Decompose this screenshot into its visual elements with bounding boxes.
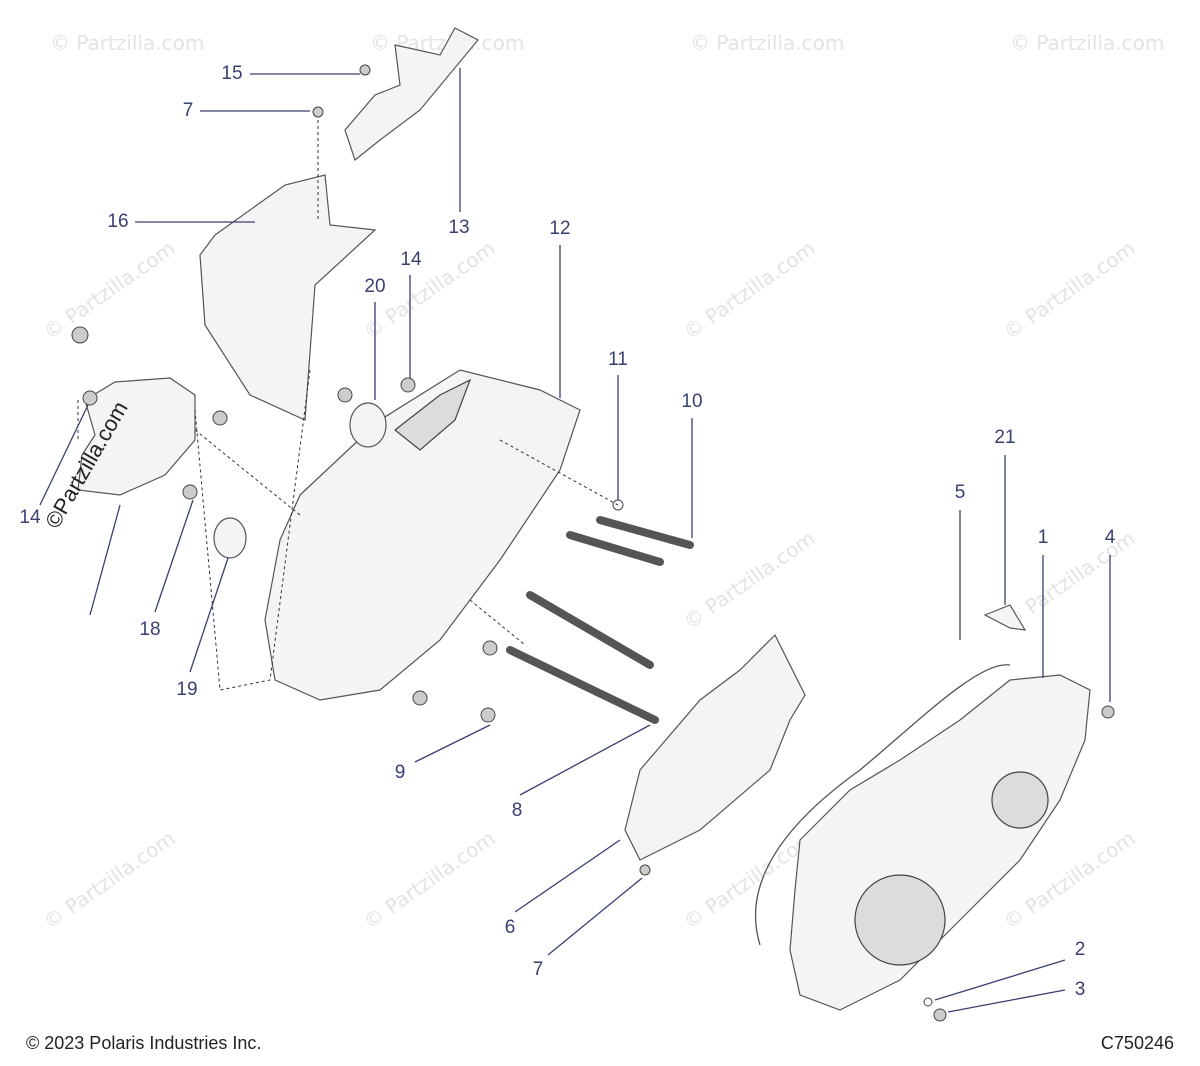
nut-part-14 (71, 326, 89, 344)
callout-13: 13 (448, 217, 469, 238)
callout-4: 4 (1105, 527, 1116, 548)
callout-1: 1 (1038, 527, 1049, 548)
bolt-group (71, 64, 1115, 1022)
bolt-part-9 (482, 640, 498, 656)
bolt-part-18 (212, 410, 228, 426)
diagram-code: C750246 (1100, 1033, 1174, 1053)
callout-6: 6 (505, 917, 516, 938)
leader-line (947, 989, 1066, 1013)
leader-line (154, 499, 194, 613)
alignment-line (469, 599, 526, 646)
watermark-text: © Partzilla.com (690, 31, 844, 55)
callout-21: 21 (994, 427, 1015, 448)
callout-15: 15 (221, 63, 242, 84)
callout-9: 9 (395, 762, 406, 783)
callout-8: 8 (512, 800, 523, 821)
bracket-part-13 (344, 27, 479, 162)
bolt-part-7 (639, 864, 651, 876)
watermark-text: © Partzilla.com (359, 826, 499, 934)
bolt-part-7 (312, 106, 324, 118)
bolt-part-8 (526, 591, 654, 669)
callout-2: 2 (1075, 939, 1086, 960)
bolt-part-18 (182, 484, 198, 500)
callout-16: 16 (107, 211, 128, 232)
watermark-text: © Partzilla.com (39, 236, 179, 344)
bolt-part-10 (566, 531, 664, 566)
copyright-text: © 2023 Polaris Industries Inc. (26, 1033, 262, 1053)
mount-block-part (77, 377, 196, 496)
nut-part-14 (400, 377, 416, 393)
bolt-part-9 (412, 690, 428, 706)
callout-20: 20 (364, 276, 385, 297)
leader-line (89, 504, 121, 616)
leader-line (189, 557, 229, 673)
bolt-part-8 (506, 646, 659, 724)
bolt-part-10 (596, 516, 694, 549)
bolt-part-15 (359, 64, 371, 76)
watermark-text: © Partzilla.com (1010, 31, 1164, 55)
watermark-text: © Partzilla.com (679, 526, 819, 634)
callout-11: 11 (608, 349, 628, 370)
o-ring-part-19 (213, 517, 247, 559)
heat-shield-part-16 (199, 174, 377, 421)
leader-line (514, 839, 621, 913)
washer-part-2 (923, 997, 933, 1007)
bolt-part-9 (480, 707, 496, 723)
alignment-lines (77, 120, 619, 691)
callout-7: 7 (533, 959, 544, 980)
watermark-text: © Partzilla.com (50, 31, 204, 55)
leader-line (414, 724, 491, 763)
nut-part-14 (82, 390, 98, 406)
outer-clutch-cover-part-1 (789, 674, 1091, 1011)
leader-lines (39, 68, 1111, 1013)
bolt-part-4 (1101, 705, 1115, 719)
callout-19: 19 (176, 679, 197, 700)
leader-line (547, 877, 643, 956)
leader-line (519, 724, 651, 796)
callout-labels: 15 7 16 13 12 14 20 11 10 21 5 1 4 14 18… (19, 63, 1115, 1000)
callout-14: 14 (19, 507, 41, 528)
watermark-text: © Partzilla.com (679, 236, 819, 344)
leader-line (39, 404, 89, 506)
cover-vent-detail (394, 378, 472, 451)
alignment-line (194, 369, 311, 691)
outer-cover-fan-detail (854, 874, 946, 966)
o-ring-part-20 (349, 402, 387, 448)
nut-part-14 (337, 387, 353, 403)
callout-14: 14 (400, 249, 422, 270)
alignment-line (194, 429, 301, 516)
watermark-text: © Partzilla.com (999, 526, 1139, 634)
duct-plate-part-6 (624, 633, 806, 861)
callout-5: 5 (955, 482, 966, 503)
watermark-text: © Partzilla.com (999, 236, 1139, 344)
alignment-line (499, 439, 619, 506)
nut-part-3 (933, 1008, 947, 1022)
callout-18: 18 (139, 619, 160, 640)
callout-7: 7 (183, 100, 194, 121)
gasket-part-5 (755, 664, 1011, 946)
outer-cover-intake-detail (991, 771, 1049, 829)
watermark-text: © Partzilla.com (39, 826, 179, 934)
callout-3: 3 (1075, 979, 1086, 1000)
leader-line (934, 959, 1066, 1001)
callout-12: 12 (549, 218, 570, 239)
callout-10: 10 (681, 391, 702, 412)
decal-part-21 (983, 604, 1027, 631)
